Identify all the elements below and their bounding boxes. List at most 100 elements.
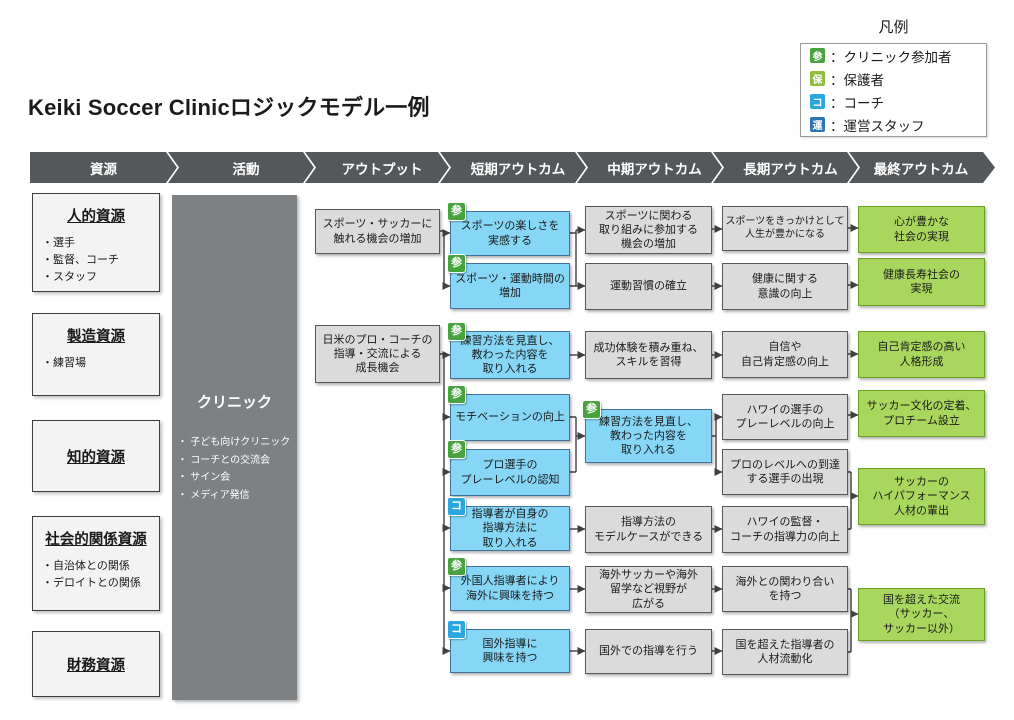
resource-title: 製造資源 (67, 329, 125, 345)
box-label: サッカーの ハイパフォーマンス 人材の輩出 (872, 476, 971, 517)
mid-term-box-6: 海外サッカーや海外 留学など視野が 広がる (585, 566, 712, 613)
resource-title: 人的資源 (67, 209, 125, 225)
box-label: スポーツをきっかけとして 人生が豊かになる (725, 215, 845, 240)
final-outcome-box-3: 自己肯定感の高い 人格形成 (858, 331, 985, 378)
box-label: スポーツの楽しさを 実感する (460, 220, 560, 247)
mid-term-box-1: スポーツに関わる 取り組みに参加する 機会の増加 (585, 206, 712, 254)
output-box-2: 日米のプロ・コーチの 指導・交流による 成長機会 (315, 325, 440, 383)
box-label: 海外との関わり合い を持つ (735, 575, 835, 602)
long-term-box-8: 国を超えた指導者の 人材流動化 (722, 629, 848, 675)
participant-badge-icon: 参 (447, 202, 466, 221)
resource-bullets: ・選手 ・監督、コーチ ・スタッフ (33, 235, 159, 286)
mid-term-box-3: 成功体験を積み重ね、 スキルを習得 (585, 331, 712, 379)
final-outcome-box-4: サッカー文化の定着、 プロチーム設立 (858, 390, 985, 437)
mid-term-box-2: 運動習慣の確立 (585, 263, 712, 310)
short-term-box-6: コ 指導者が自身の 指導方法に 取り入れる (447, 497, 570, 551)
box-label: 自己肯定感の高い 人格形成 (877, 341, 966, 368)
long-term-box-3: 自信や 自己肯定感の向上 (722, 331, 848, 378)
header-output: アウトプット (305, 152, 449, 183)
long-term-box-1: スポーツをきっかけとして 人生が豊かになる (722, 206, 848, 251)
box-label: スポーツに関わる 取り組みに参加する 機会の増加 (599, 209, 698, 251)
short-term-box-1: 参 スポーツの楽しさを 実感する (447, 202, 570, 256)
final-outcome-box-5: サッカーの ハイパフォーマンス 人材の輩出 (858, 468, 985, 525)
short-term-box-7: 参 外国人指導者により 海外に興味を持つ (447, 557, 570, 611)
long-term-box-6: ハワイの監督・ コーチの指導力の向上 (722, 506, 848, 553)
legend-label: ：運営スタッフ (830, 118, 925, 134)
activity-bullets: ・ 子ども向けクリニック ・ コーチとの交流会 ・ サイン会 ・ メディア発信 (178, 434, 292, 504)
box-label: 指導者が自身の 指導方法に 取り入れる (471, 508, 549, 549)
participant-badge-icon: 参 (447, 322, 466, 341)
box-label: 日米のプロ・コーチの 指導・交流による 成長機会 (322, 333, 433, 375)
legend-label: ：コーチ (830, 95, 884, 111)
box-label: 成功体験を積み重ね、 スキルを習得 (593, 341, 704, 368)
participant-badge-icon: 参 (582, 400, 601, 419)
box-label: 健康に関する 意識の向上 (752, 273, 818, 300)
final-outcome-box-2: 健康長寿社会の 実現 (858, 258, 985, 306)
final-outcome-box-1: 心が豊かな 社会の実現 (858, 206, 985, 253)
box-label: プロ選手の プレーレベルの認知 (460, 459, 560, 486)
legend-label: ：保護者 (830, 72, 884, 88)
box-label: 海外サッカーや海外 留学など視野が 広がる (599, 569, 698, 610)
page-title: Keiki Soccer Clinicロジックモデル一例 (28, 95, 430, 120)
mid-term-box-7: 国外での指導を行う (585, 629, 712, 674)
resource-box-financial: 財務資源 (32, 631, 160, 697)
resource-title: 財務資源 (67, 657, 125, 674)
short-term-box-3: 参 練習方法を見直し、 教わった内容を 取り入れる (447, 322, 570, 379)
box-label: ハワイの監督・ コーチの指導力の向上 (730, 516, 840, 543)
participant-badge-icon: 参 (447, 254, 466, 273)
legend-item-guardian: 保 ：保護者 (810, 69, 977, 89)
box-label: 健康長寿社会の 実現 (883, 268, 960, 295)
box-label: 国を超えた指導者の 人材流動化 (735, 638, 835, 665)
resource-box-social: 社会的関係資源 ・自治体との関係 ・デロイトとの関係 (32, 516, 160, 611)
mid-term-box-5: 指導方法の モデルケースができる (585, 506, 712, 553)
box-label: 国外指導に 興味を持つ (482, 637, 538, 664)
bullet-item: ・ コーチとの交流会 (177, 454, 271, 466)
bullet-item: ・デロイトとの関係 (42, 577, 141, 590)
bullet-item: ・練習場 (42, 357, 86, 369)
box-label: 指導方法の モデルケースができる (593, 516, 704, 543)
activity-box-clinic: クリニック ・ 子ども向けクリニック ・ コーチとの交流会 ・ サイン会 ・ メ… (172, 195, 297, 700)
staff-badge-icon: 運 (810, 117, 825, 132)
short-term-box-8: コ 国外指導に 興味を持つ (447, 620, 570, 673)
legend-item-staff: 運 ：運営スタッフ (810, 115, 977, 135)
box-label: 国を超えた交流 （サッカー、 サッカー以外） (883, 594, 960, 635)
box-label: 国外での指導を行う (599, 645, 698, 658)
resource-title: 知的資源 (67, 449, 125, 466)
resource-box-human: 人的資源 ・選手 ・監督、コーチ ・スタッフ (32, 193, 160, 292)
legend-title: 凡例 (878, 19, 909, 36)
header-resources: 資源 (30, 152, 177, 183)
box-label: プロのレベルへの到達 する選手の出現 (730, 458, 840, 485)
legend-item-participant: 参 ：クリニック参加者 (810, 46, 977, 66)
box-label: 心が豊かな 社会の実現 (894, 216, 949, 243)
box-label: 自信や 自己肯定感の向上 (741, 341, 829, 368)
legend-label: ：クリニック参加者 (830, 49, 952, 65)
header-long-term: 長期アウトカム (713, 152, 858, 183)
participant-badge-icon: 参 (810, 48, 825, 63)
bullet-item: ・スタッフ (42, 271, 97, 284)
header-activities: 活動 (168, 152, 314, 183)
bullet-item: ・ サイン会 (177, 472, 231, 483)
short-term-box-5: 参 プロ選手の プレーレベルの認知 (447, 440, 570, 496)
coach-badge-icon: コ (447, 497, 466, 516)
resource-bullets: ・練習場 (33, 355, 159, 372)
bullet-item: ・ メディア発信 (177, 489, 250, 501)
bullet-item: ・選手 (42, 237, 75, 249)
box-label: 練習方法を見直し、 教わった内容を 取り入れる (599, 415, 698, 457)
resource-bullets: ・自治体との関係 ・デロイトとの関係 (33, 558, 159, 592)
short-term-box-4: 参 モチベーションの向上 (447, 385, 570, 441)
box-label: 外国人指導者により 海外に興味を持つ (460, 575, 560, 602)
long-term-box-7: 海外との関わり合い を持つ (722, 566, 848, 612)
guardian-badge-icon: 保 (810, 71, 825, 86)
short-term-box-2: 参 スポーツ・運動時間の 増加 (447, 254, 570, 309)
legend-item-coach: コ ：コーチ (810, 92, 977, 112)
output-box-1: スポーツ・サッカーに 触れる機会の増加 (315, 209, 440, 254)
box-label: 運動習慣の確立 (610, 280, 687, 293)
header-mid-term: 中期アウトカム (577, 152, 722, 183)
box-label: スポーツ・サッカーに 触れる機会の増加 (322, 218, 433, 245)
coach-badge-icon: コ (810, 94, 825, 109)
mid-term-box-4: 参 練習方法を見直し、 教わった内容を 取り入れる (582, 400, 712, 463)
participant-badge-icon: 参 (447, 440, 466, 459)
header-short-term: 短期アウトカム (440, 152, 586, 183)
long-term-box-5: プロのレベルへの到達 する選手の出現 (722, 449, 848, 495)
